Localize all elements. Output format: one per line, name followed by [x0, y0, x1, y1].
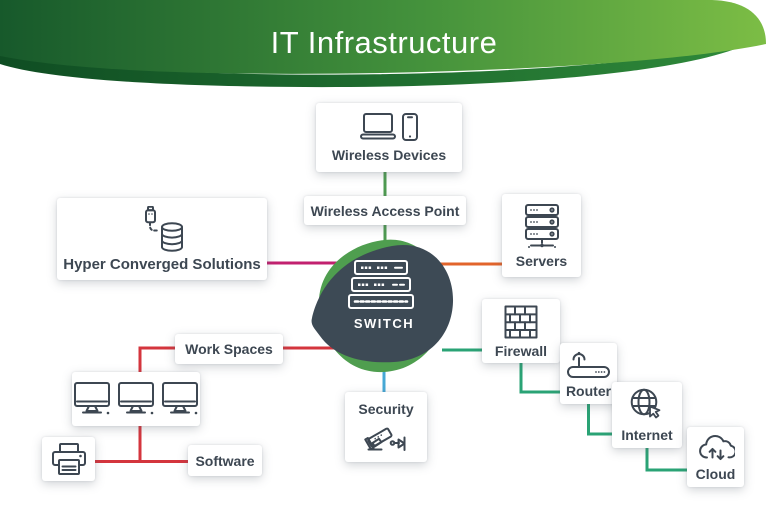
header-band-shape: [0, 0, 766, 74]
wireless-devices-label: Wireless Devices: [331, 147, 447, 163]
firewall-label: Firewall: [494, 342, 548, 359]
cctv-camera-icon: [364, 427, 406, 451]
node-software: Software: [188, 445, 262, 476]
node-firewall: Firewall: [482, 299, 560, 363]
node-servers: Servers: [502, 194, 581, 277]
node-work-spaces: Work Spaces: [175, 334, 283, 364]
router-label: Router: [565, 382, 612, 399]
node-security: Security: [345, 392, 427, 462]
switch-blob-shape: [311, 244, 454, 363]
cloud-label: Cloud: [695, 465, 736, 482]
security-label: Security: [358, 400, 414, 417]
node-router: Router: [560, 343, 617, 404]
node-internet: Internet: [612, 382, 682, 448]
internet-label: Internet: [621, 427, 673, 443]
node-wireless-devices: Wireless Devices: [316, 103, 462, 172]
drive-database-icon: [145, 206, 183, 252]
header-band: IT Infrastructure: [0, 0, 768, 100]
wire-internet-chain: [442, 348, 688, 472]
cloud-sync-icon: [698, 434, 735, 460]
header-curve-graphic: [0, 0, 766, 88]
network-switch-stack-icon: [348, 260, 414, 309]
router-icon: [567, 351, 610, 378]
server-rack-icon: [524, 203, 559, 248]
page-title: IT Infrastructure: [270, 25, 498, 60]
switch-blob-graphic: [311, 239, 454, 373]
header-swoosh-shape: [0, 40, 755, 88]
software-label: Software: [195, 452, 255, 469]
node-wireless-access-point: Wireless Access Point: [304, 196, 466, 225]
node-printer: [42, 437, 95, 481]
hyper-converged-label: Hyper Converged Solutions: [63, 256, 261, 273]
servers-label: Servers: [515, 252, 568, 269]
globe-cursor-icon: [630, 388, 661, 419]
brick-wall-icon: [504, 305, 538, 338]
node-hyper-converged-solutions: Hyper Converged Solutions: [57, 198, 267, 280]
switch-label: SWITCH: [353, 316, 415, 331]
desktop-monitors-icon: [74, 382, 198, 415]
laptop-phone-icon: [360, 113, 418, 141]
wireless-access-point-label: Wireless Access Point: [310, 202, 460, 219]
switch-node: SWITCH: [304, 228, 464, 378]
node-cloud: Cloud: [687, 427, 744, 487]
work-spaces-label: Work Spaces: [185, 341, 273, 357]
node-workstations: [72, 372, 200, 426]
printer-icon: [51, 442, 86, 475]
